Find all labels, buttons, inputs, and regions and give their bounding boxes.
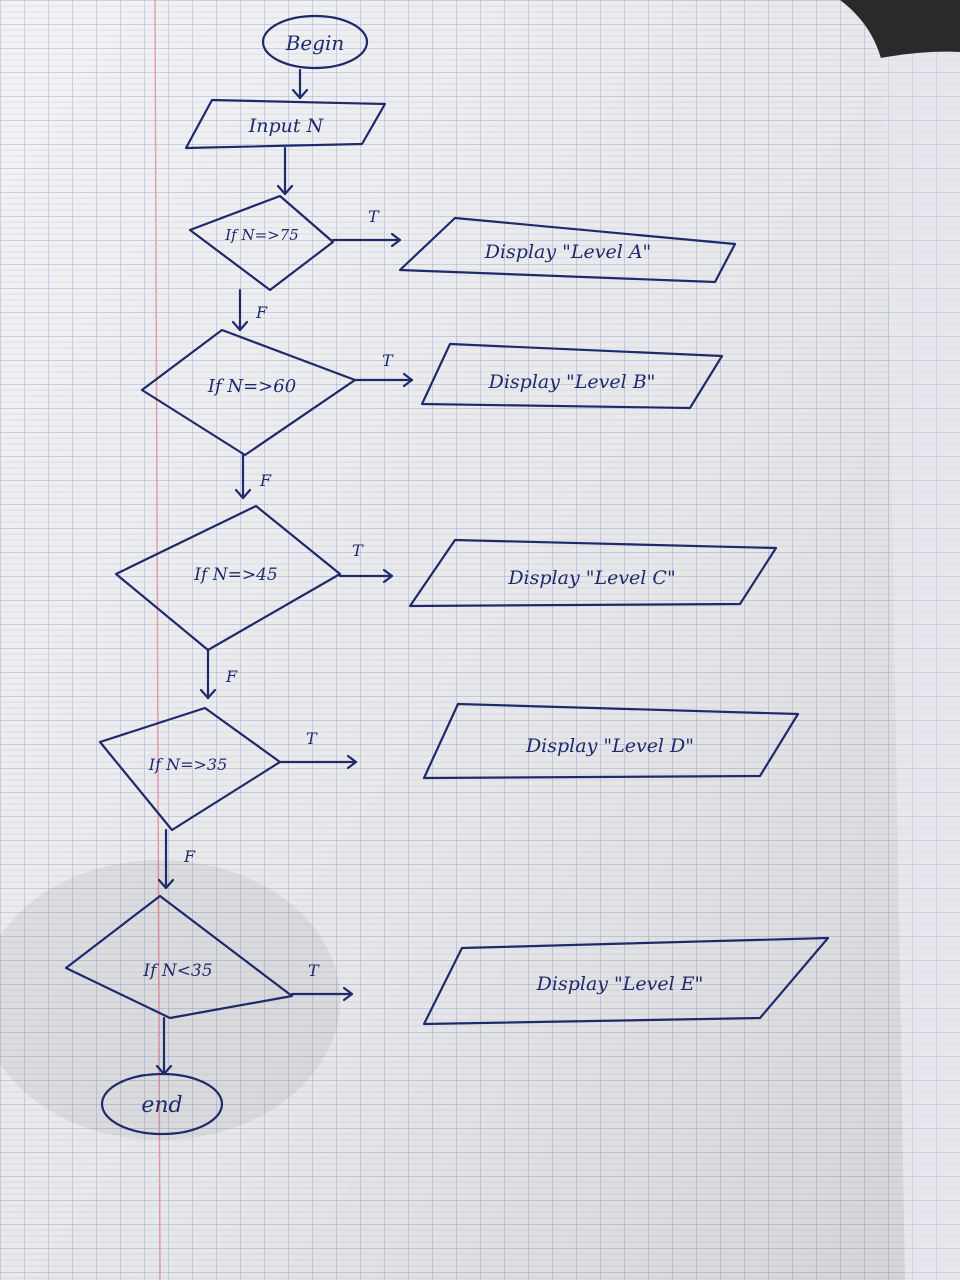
output-3-shape [408,538,778,608]
output-3-label: Display "Level C" [507,567,675,589]
decision-4-shape [98,706,282,832]
begin-terminator [261,14,369,70]
decision-4-label: If N=>35 [148,755,228,774]
decision-2-false: F [259,471,272,490]
decision-3-true: T [352,541,364,560]
input-shape [184,98,387,150]
output-1-shape [398,216,737,284]
decision-2-label: If N=>60 [207,376,296,397]
decision-1-true: T [368,207,380,226]
decision-4-true: T [306,729,318,748]
decision-5-true: T [308,961,320,980]
decision-1-false: F [255,303,268,322]
decision-3-label: If N=>45 [193,565,277,585]
decision-5-shape [64,894,294,1020]
decision-1-shape [188,194,335,292]
decision-1-label: If N=>75 [224,226,299,244]
output-2-label: Display "Level B" [488,371,656,393]
output-5-shape [422,936,830,1026]
output-4-shape [422,702,800,780]
flowchart-text: Begin Input N If N=>75 T F Display "Leve… [141,31,703,1118]
end-terminator [100,1072,224,1136]
output-4-label: Display "Level D" [525,735,694,757]
begin-label: Begin [285,31,345,55]
decision-2-true: T [382,351,394,370]
decision-2-shape [140,328,357,457]
shadow-patch [0,860,340,1140]
input-label: Input N [248,115,325,137]
output-2-shape [420,342,724,410]
decision-3-false: F [225,667,238,686]
decision-5-label: If N<35 [142,961,212,981]
output-1-label: Display "Level A" [484,241,652,263]
flowchart [64,14,830,1136]
end-label: end [141,1093,182,1118]
output-5-label: Display "Level E" [536,973,704,995]
notebook-page [0,0,905,1280]
decision-4-false: F [183,847,196,866]
